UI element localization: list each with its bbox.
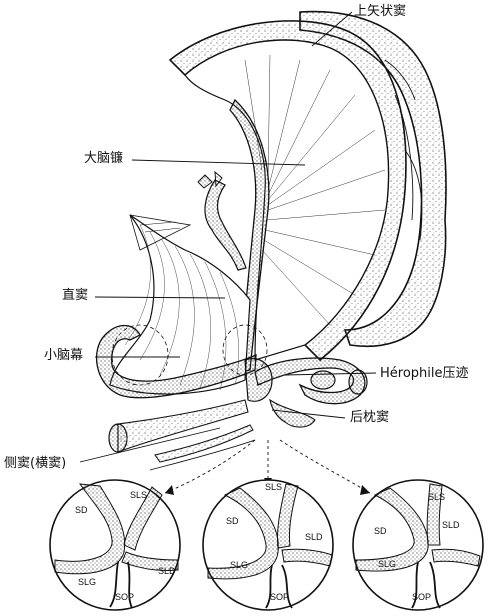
inset-variant-1 (49, 479, 181, 611)
inset2-sop: SOP (270, 592, 289, 602)
inset3-slg: SLG (378, 559, 396, 569)
great-cerebral-vein (204, 179, 247, 271)
inset2-slg: SLG (230, 560, 248, 570)
label-superior-sagittal-sinus: 上矢状窦 (354, 4, 407, 19)
inset1-sld: SLD (158, 566, 176, 576)
label-tentorium-cerebelli: 小脑幕 (44, 348, 84, 363)
label-torcular-herophili: Hérophile压迹 (380, 366, 469, 381)
inset3-sld: SLD (442, 520, 460, 530)
inset1-slg: SLG (78, 577, 96, 587)
inset3-sop: SOP (412, 592, 431, 602)
inset1-sls: SLS (130, 490, 147, 500)
label-lateral-sinus: 侧窦(横窦) (4, 456, 67, 471)
inset3-sls: SLS (428, 492, 445, 502)
torcular-herophili (244, 358, 273, 402)
lateral-sinus (95, 324, 257, 399)
inset-variant-2 (202, 479, 334, 611)
inset2-sd: SD (226, 516, 239, 526)
inset1-sd: SD (75, 505, 88, 515)
inset3-sd: SD (374, 526, 387, 536)
inset-variant-3 (352, 479, 484, 611)
inset1-sop: SOP (115, 592, 134, 602)
occipital-sinus (269, 398, 316, 428)
inset2-sld: SLD (305, 532, 323, 542)
label-straight-sinus: 直窦 (62, 288, 89, 303)
brain-surface (299, 10, 447, 348)
label-falx-cerebri: 大脑镰 (84, 151, 124, 166)
inset2-sls: SLS (265, 482, 282, 492)
label-occipital-sinus: 后枕窦 (350, 410, 390, 425)
